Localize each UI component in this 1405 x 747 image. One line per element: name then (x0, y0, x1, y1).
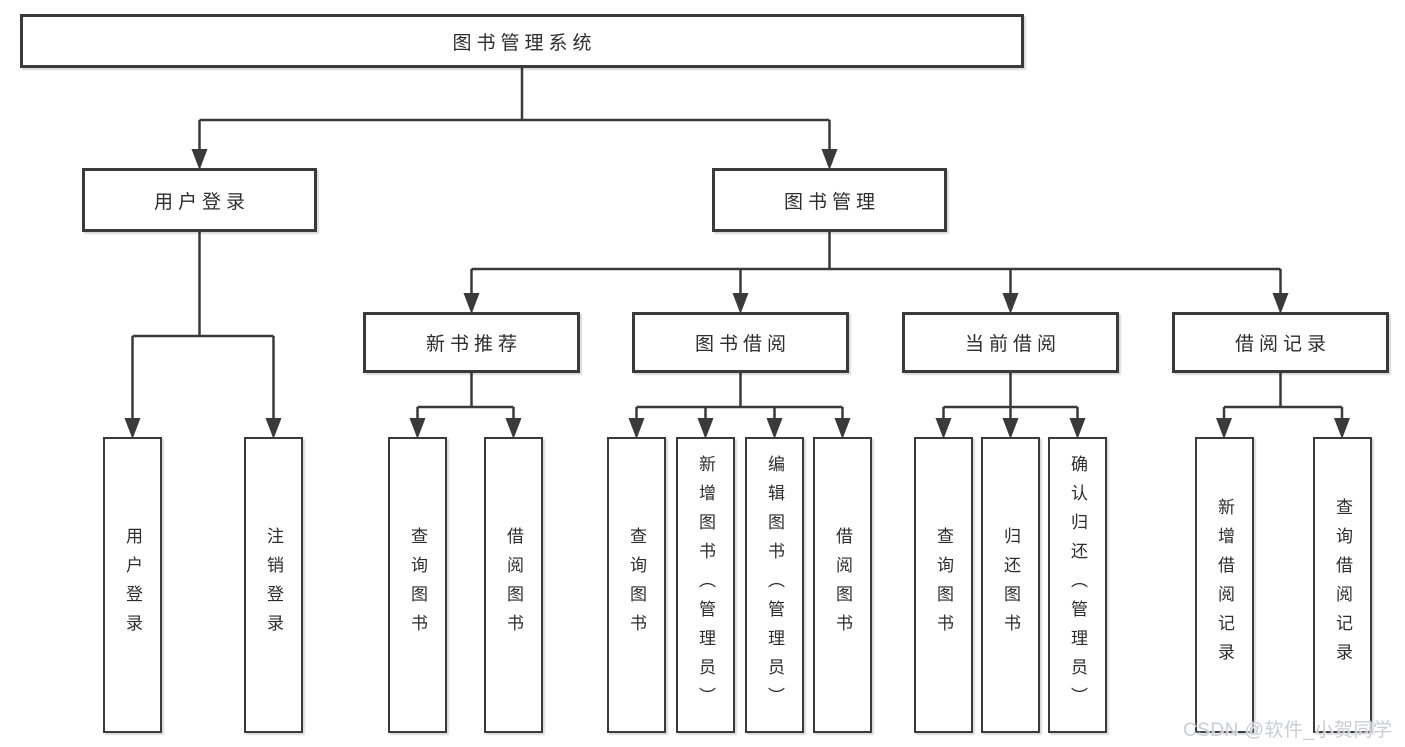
node-book-management-label: 图书管理 (783, 191, 880, 213)
node-leaf-query-book-2: 查询图书 (607, 437, 666, 733)
node-leaf-query-book-2-label: 查询图书 (627, 527, 646, 643)
node-leaf-add-borrow-record: 新增借阅记录 (1195, 437, 1254, 733)
node-leaf-logout-label: 注销登录 (264, 527, 283, 643)
node-leaf-query-book-1: 查询图书 (388, 437, 447, 733)
node-leaf-borrow-book-1: 借阅图书 (484, 437, 543, 733)
node-leaf-user-login-label: 用户登录 (123, 527, 142, 643)
node-current-borrow-label: 当前借阅 (964, 334, 1061, 355)
node-leaf-borrow-book-2: 借阅图书 (813, 437, 872, 733)
node-leaf-query-book-1-label: 查询图书 (408, 527, 427, 643)
node-leaf-add-book-admin: 新增图书（管理员） (676, 437, 735, 733)
node-book-management: 图书管理 (712, 168, 947, 232)
connector-root-to-level2 (198, 66, 831, 150)
connector-borrow-records-split (1222, 372, 1344, 419)
connector-book-management-split (470, 231, 1282, 294)
node-leaf-query-borrow-record-label: 查询借阅记录 (1333, 498, 1352, 672)
node-leaf-edit-book-admin-label: 编辑图书（管理员） (765, 454, 784, 716)
node-leaf-query-book-3: 查询图书 (914, 437, 973, 733)
node-leaf-borrow-book-1-label: 借阅图书 (504, 527, 523, 643)
node-leaf-return-book: 归还图书 (981, 437, 1040, 733)
node-leaf-logout: 注销登录 (244, 437, 303, 733)
node-leaf-borrow-book-2-label: 借阅图书 (833, 527, 852, 643)
node-user-login: 用户登录 (82, 168, 317, 232)
node-leaf-confirm-return-admin: 确认归还（管理员） (1048, 437, 1107, 733)
arrowheads (124, 149, 1350, 439)
node-borrow-records-label: 借阅记录 (1234, 334, 1331, 355)
node-book-borrow: 图书借阅 (632, 312, 849, 373)
connector-current-borrow-split (942, 372, 1079, 419)
node-root-library-system: 图书管理系统 (20, 14, 1024, 68)
node-leaf-add-book-admin-label: 新增图书（管理员） (696, 454, 715, 716)
connector-book-borrow-split (635, 372, 844, 419)
csdn-watermark: CSDN @软件_小贺同学 (1183, 720, 1393, 741)
node-leaf-add-borrow-record-label: 新增借阅记录 (1215, 498, 1234, 672)
node-borrow-records: 借阅记录 (1172, 312, 1389, 373)
node-leaf-query-borrow-record: 查询借阅记录 (1313, 437, 1372, 733)
node-leaf-edit-book-admin: 编辑图书（管理员） (745, 437, 804, 733)
node-leaf-return-book-label: 归还图书 (1001, 527, 1020, 643)
node-current-borrow: 当前借阅 (902, 312, 1119, 373)
node-leaf-confirm-return-admin-label: 确认归还（管理员） (1068, 454, 1087, 716)
node-user-login-label: 用户登录 (153, 191, 250, 213)
node-new-book-recommend-label: 新书推荐 (425, 334, 522, 355)
node-book-borrow-label: 图书借阅 (694, 334, 791, 355)
node-new-book-recommend: 新书推荐 (363, 312, 580, 373)
connector-new-book-split (416, 372, 515, 419)
connector-user-login-split (131, 231, 275, 419)
node-leaf-query-book-3-label: 查询图书 (934, 527, 953, 643)
node-root-label: 图书管理系统 (452, 32, 597, 54)
node-leaf-user-login: 用户登录 (103, 437, 162, 733)
